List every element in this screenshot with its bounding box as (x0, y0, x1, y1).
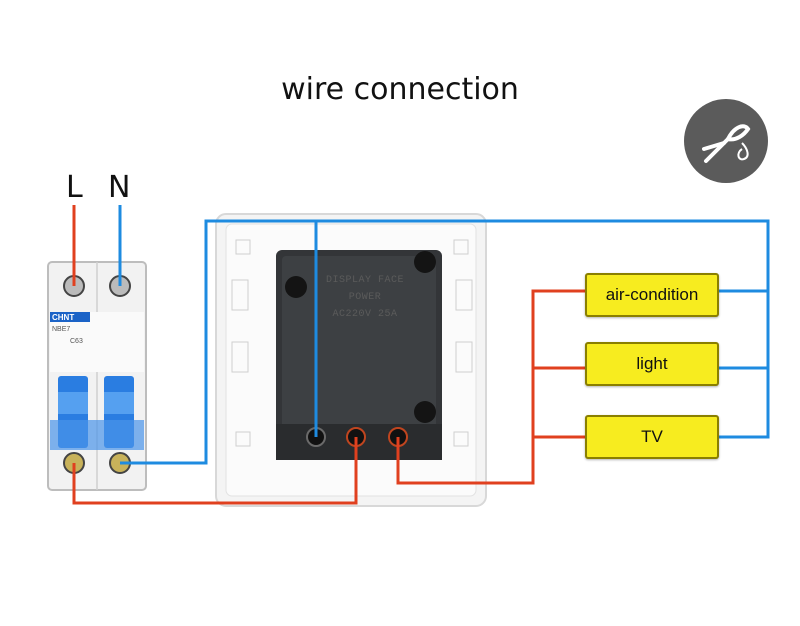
load-label: air-condition (605, 285, 699, 304)
load-light: light (585, 342, 719, 386)
breaker-model: NBE7 (52, 326, 71, 333)
load-air-condition: air-condition (585, 273, 719, 317)
neutral-terminal-label: N (108, 170, 131, 205)
switch-label-line3: AC220V 25A (332, 309, 398, 320)
switch-label-line1: DISPLAY FACE (325, 275, 404, 286)
switch-label-line2: POWER (348, 292, 382, 303)
load-tv: TV (585, 415, 719, 459)
breaker-rating: C63 (70, 338, 83, 345)
breaker-brand: CHNT (52, 313, 75, 322)
circuit-breaker (47, 261, 147, 491)
neutral-wires (118, 205, 770, 465)
wire-cutter-icon (684, 99, 768, 183)
diagram-title: wire connection (281, 72, 519, 107)
live-terminal-label: L (66, 170, 83, 205)
load-label: TV (641, 427, 663, 446)
load-label: light (636, 354, 668, 373)
live-wires (72, 205, 585, 505)
